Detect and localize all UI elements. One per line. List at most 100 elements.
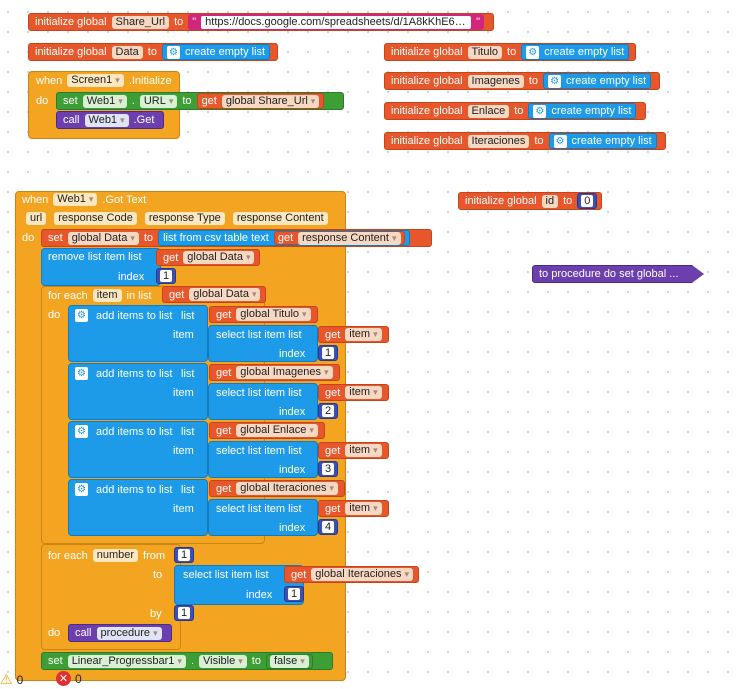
number-block[interactable]: 1 xyxy=(156,268,177,284)
add-items-to-list-block[interactable] xyxy=(68,421,208,478)
var-name-iteraciones[interactable]: Iteraciones xyxy=(467,134,530,148)
number-value[interactable]: 1 xyxy=(322,347,335,359)
procedure-dropdown[interactable]: procedure xyxy=(96,626,162,640)
get-item-block[interactable]: get item xyxy=(318,326,389,343)
web1-event-dropdown[interactable]: Web1 xyxy=(53,193,98,206)
from-number-block[interactable]: 1 xyxy=(174,547,195,563)
remove-var-dropdown[interactable]: global Data xyxy=(183,251,255,264)
gear-icon[interactable]: ⚙ xyxy=(533,104,547,118)
var-name-data[interactable]: Data xyxy=(111,45,143,59)
item-var-dropdown[interactable]: item xyxy=(345,328,382,341)
item-var-dropdown[interactable]: item xyxy=(345,502,382,515)
number-block[interactable]: 0 xyxy=(577,193,598,209)
set-progressbar-visible-block[interactable]: set Linear_Progressbar1 . Visible to fal… xyxy=(41,652,333,670)
visible-property-dropdown[interactable]: Visible xyxy=(199,654,247,668)
get-list-var-block[interactable]: get global Titulo xyxy=(209,306,318,323)
create-empty-list-block[interactable]: ⚙ create empty list xyxy=(543,73,652,89)
error-counter[interactable]: ✕ 0 xyxy=(56,671,82,686)
number-value[interactable]: 1 xyxy=(288,588,301,600)
collapsed-procedure-block[interactable]: to procedure do set global ... xyxy=(532,265,704,283)
web1-dropdown[interactable]: Web1 xyxy=(82,94,127,108)
add-items-to-list-block[interactable] xyxy=(68,363,208,420)
gear-icon[interactable]: ⚙ xyxy=(75,425,88,438)
param-response-content[interactable]: response Content xyxy=(232,212,328,225)
item-var[interactable]: item xyxy=(92,289,122,302)
get-item-block[interactable]: get item xyxy=(318,384,389,401)
init-global-data-block[interactable]: initialize global Data to ⚙ create empty… xyxy=(28,43,278,61)
number-value[interactable]: 1 xyxy=(178,549,191,561)
number-block[interactable]: 1 xyxy=(284,586,305,602)
init-global-share-url-block[interactable]: initialize global Share_Url to "https://… xyxy=(28,13,494,31)
item-var-dropdown[interactable]: item xyxy=(345,386,382,399)
init-global-id-block[interactable]: initialize global id to 0 xyxy=(458,192,602,210)
get-global-data-block-2[interactable]: get global Data xyxy=(162,286,266,303)
number-value[interactable]: 3 xyxy=(322,463,335,475)
number-block[interactable]: 2 xyxy=(318,403,339,419)
number-value[interactable]: 2 xyxy=(322,405,335,417)
gear-icon[interactable]: ⚙ xyxy=(553,134,567,148)
get-list-var-block[interactable]: get global Imagenes xyxy=(209,364,340,381)
number-var[interactable]: number xyxy=(92,549,139,562)
number-value[interactable]: 1 xyxy=(178,607,191,619)
set-web1-url-block[interactable]: set Web1 . URL to get global Share_Url xyxy=(56,92,344,110)
get-global-data-block[interactable]: get global Data xyxy=(156,249,260,266)
var-name-share-url[interactable]: Share_Url xyxy=(111,15,170,29)
response-content-dropdown[interactable]: response Content xyxy=(298,231,401,245)
set-global-data-block[interactable]: set global Data to list from csv table t… xyxy=(41,229,432,247)
list-var-dropdown[interactable]: global Titulo xyxy=(236,308,311,321)
add-items-to-list-block[interactable] xyxy=(68,479,208,536)
false-dropdown[interactable]: false xyxy=(269,654,309,668)
select-list-item-block[interactable] xyxy=(208,441,318,478)
var-name-imagenes[interactable]: Imagenes xyxy=(467,74,524,88)
get-list-var-block[interactable]: get global Iteraciones xyxy=(209,480,346,497)
init-global-titulo-block[interactable]: initialize global Titulo to ⚙ create emp… xyxy=(384,43,636,61)
gear-icon[interactable]: ⚙ xyxy=(166,45,180,59)
url-property-dropdown[interactable]: URL xyxy=(139,94,178,108)
text-string-block[interactable]: "https://docs.google.com/spreadsheets/d/… xyxy=(188,14,485,30)
gear-icon[interactable]: ⚙ xyxy=(526,45,540,59)
warning-counter[interactable]: ⚠ 0 xyxy=(0,671,23,688)
gear-icon[interactable]: ⚙ xyxy=(75,309,88,322)
select-list-item-block[interactable] xyxy=(174,565,304,605)
iter-var-dropdown[interactable]: global Iteraciones xyxy=(311,568,414,581)
false-block[interactable]: false xyxy=(265,653,313,669)
by-number-block[interactable]: 1 xyxy=(174,605,195,621)
init-global-imagenes-block[interactable]: initialize global Imagenes to ⚙ create e… xyxy=(384,72,660,90)
number-block[interactable]: 4 xyxy=(318,519,339,535)
get-item-block[interactable]: get item xyxy=(318,442,389,459)
web1-call-dropdown[interactable]: Web1 xyxy=(84,113,129,127)
create-empty-list-block[interactable]: ⚙ create empty list xyxy=(548,133,657,149)
select-list-item-block[interactable] xyxy=(208,383,318,420)
screen1-dropdown[interactable]: Screen1 xyxy=(67,74,124,87)
number-block[interactable]: 3 xyxy=(318,461,339,477)
number-value[interactable]: 1 xyxy=(160,270,173,282)
share-url-text[interactable]: https://docs.google.com/spreadsheets/d/1… xyxy=(201,15,472,29)
get-share-url-block[interactable]: get global Share_Url xyxy=(196,93,325,109)
get-response-content-block[interactable]: get response Content xyxy=(273,231,405,245)
foreach-var-dropdown[interactable]: global Data xyxy=(189,288,261,301)
get-item-block[interactable]: get item xyxy=(318,500,389,517)
init-global-enlace-block[interactable]: initialize global Enlace to ⚙ create emp… xyxy=(384,102,646,120)
share-url-var-dropdown[interactable]: global Share_Url xyxy=(221,94,320,108)
item-var-dropdown[interactable]: item xyxy=(345,444,382,457)
number-value[interactable]: 0 xyxy=(581,195,594,207)
var-name-titulo[interactable]: Titulo xyxy=(467,45,503,59)
param-url[interactable]: url xyxy=(26,212,47,225)
number-block[interactable]: 1 xyxy=(318,345,339,361)
get-list-var-block[interactable]: get global Enlace xyxy=(209,422,325,439)
create-empty-list-block[interactable]: ⚙ create empty list xyxy=(521,44,630,60)
call-procedure-block[interactable]: call procedure xyxy=(68,624,172,642)
select-list-item-block[interactable] xyxy=(208,325,318,362)
remove-list-item-block[interactable] xyxy=(41,248,161,286)
create-empty-list-block[interactable]: ⚙ create empty list xyxy=(528,103,637,119)
add-items-to-list-block[interactable] xyxy=(68,305,208,362)
create-empty-list-block[interactable]: ⚙ create empty list xyxy=(161,44,271,60)
gear-icon[interactable]: ⚙ xyxy=(75,483,88,496)
select-list-item-block[interactable] xyxy=(208,499,318,536)
set-var-dropdown[interactable]: global Data xyxy=(67,231,139,245)
var-name-id[interactable]: id xyxy=(541,194,559,208)
number-value[interactable]: 4 xyxy=(322,521,335,533)
list-var-dropdown[interactable]: global Imagenes xyxy=(236,366,333,379)
init-global-iteraciones-block[interactable]: initialize global Iteraciones to ⚙ creat… xyxy=(384,132,666,150)
list-var-dropdown[interactable]: global Iteraciones xyxy=(236,482,339,495)
